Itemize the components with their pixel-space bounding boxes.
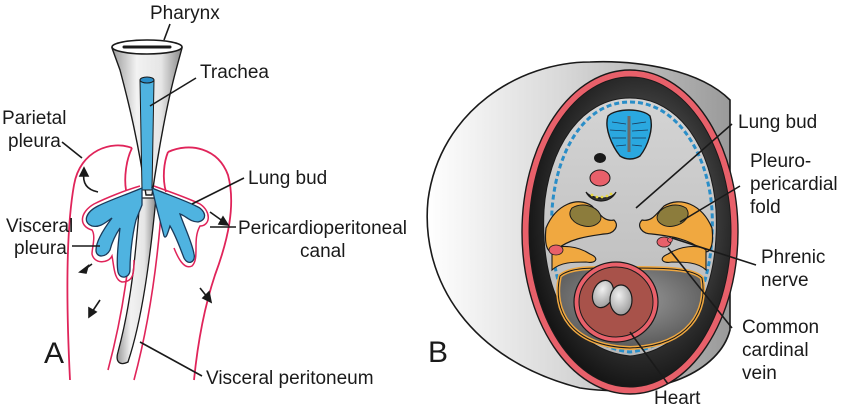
esophagus-epithelium-dots <box>590 192 613 199</box>
label-heart: Heart <box>654 388 701 409</box>
panel-letter-a: A <box>44 337 64 370</box>
leader-visceral-peritoneum <box>139 341 203 377</box>
parietal-pleura-left-outline <box>66 144 133 381</box>
label-common-cardinal-vein-2: cardinal <box>742 340 809 361</box>
label-parietal-pleura-1: Parietal <box>2 108 66 129</box>
label-trachea: Trachea <box>200 62 269 83</box>
label-pleuropericardial-1: Pleuro- <box>750 151 811 172</box>
leader-trachea <box>149 77 197 107</box>
label-pleuropericardial-3: fold <box>750 197 781 218</box>
lung-bud-left <box>85 187 143 278</box>
phrenic-nerve-right <box>667 237 673 243</box>
label-pharynx: Pharynx <box>150 3 220 24</box>
label-lung-bud-a: Lung bud <box>248 168 327 189</box>
visceral-pleura-right <box>153 185 209 268</box>
lung-bud-right <box>151 186 206 263</box>
dorsal-aorta <box>589 169 611 187</box>
panel-b: Lung bud Pleuro- pericardial fold Phreni… <box>426 60 838 409</box>
label-parietal-pleura-2: pleura <box>8 131 61 152</box>
label-pleuropericardial-2: pericardial <box>750 174 838 195</box>
notochord <box>594 153 606 163</box>
lateral-fold-left <box>551 245 597 272</box>
panel-letter-b: B <box>428 336 448 369</box>
label-phrenic-nerve-1: Phrenic <box>761 247 825 268</box>
leader-heart <box>629 331 669 385</box>
ectoderm-dashed-line <box>550 100 714 354</box>
label-pericardioperitoneal-2: canal <box>300 241 345 262</box>
lateral-fold-right <box>661 245 707 272</box>
label-lung-bud-b: Lung bud <box>738 112 817 133</box>
common-cardinal-vein-left <box>548 244 564 256</box>
visceral-pleura-left <box>81 185 141 283</box>
label-visceral-pleura-2: pleura <box>14 238 67 259</box>
label-pericardioperitoneal-1: Pericardioperitoneal <box>238 218 407 239</box>
trachea <box>139 79 155 191</box>
growth-arrows <box>78 166 230 319</box>
heart-chamber-right <box>609 284 633 316</box>
leader-lung-bud-a <box>191 177 245 205</box>
leader-pharynx <box>163 23 171 41</box>
trachea-opening <box>139 76 155 84</box>
label-phrenic-nerve-2: nerve <box>761 270 809 291</box>
pleural-cavity-inner-right <box>162 151 169 193</box>
leader-phrenic-nerve <box>671 237 757 266</box>
pleural-cavity-inner-left <box>124 147 133 191</box>
label-visceral-peritoneum: Visceral peritoneum <box>206 368 374 389</box>
label-visceral-pleura-1: Visceral <box>6 216 73 237</box>
leader-common-cardinal-vein <box>667 247 733 329</box>
panel-a: Pharynx Trachea Parietal pleura Lung bud… <box>2 3 407 389</box>
leader-lung-bud-b <box>635 123 733 209</box>
neural-tube-striations <box>609 121 649 147</box>
lung-bud-left-b <box>569 204 602 227</box>
leader-pleuropericardial-fold <box>679 185 741 223</box>
parietal-pleura-right-outline <box>167 146 233 381</box>
esophagus-cross-section <box>585 191 617 202</box>
leader-parietal-pleura <box>61 141 83 159</box>
label-common-cardinal-vein-3: vein <box>742 363 777 384</box>
label-common-cardinal-vein-1: Common <box>742 317 819 338</box>
